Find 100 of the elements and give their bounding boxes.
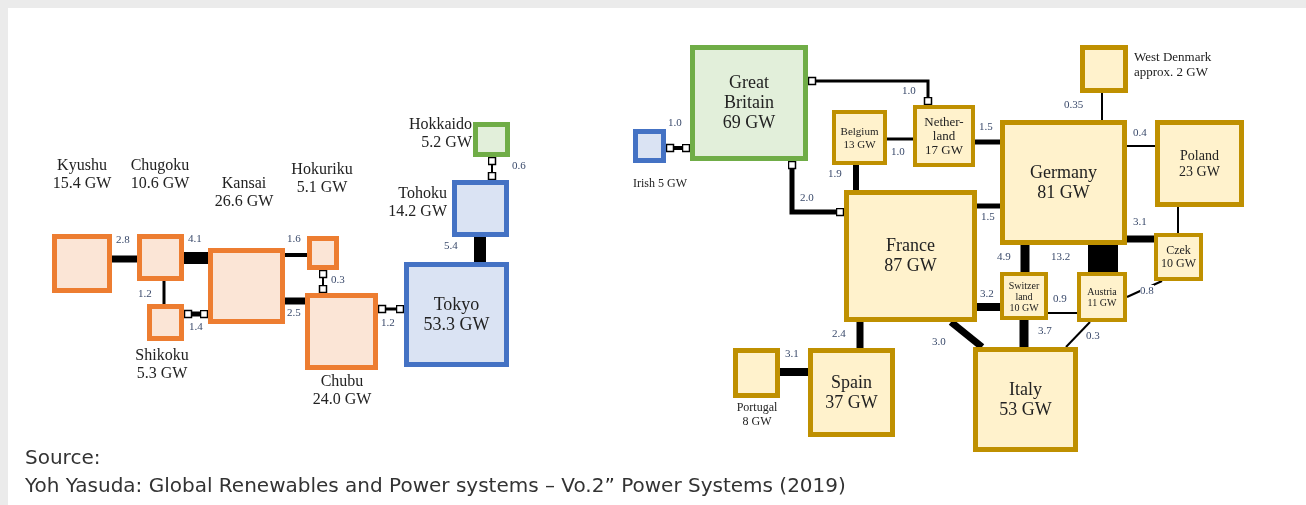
capacity-value: 24.0 GW [312, 390, 372, 409]
edge-label: 1.5 [979, 121, 993, 132]
capacity-box [1155, 120, 1244, 207]
capacity-value: 10 GW [1161, 257, 1196, 271]
edge-label: 2.4 [832, 328, 846, 339]
capacity-box [690, 45, 808, 161]
capacity-value: 11 GW [1087, 297, 1117, 308]
interconnection-line [977, 203, 1000, 209]
interconnection-line [285, 297, 305, 305]
edge-label: 1.2 [138, 288, 152, 299]
region-name: Kansai [221, 174, 267, 193]
region-name: Hokkaido [408, 115, 472, 134]
capacity-value: 10.6 GW [130, 174, 190, 193]
source-heading: Source: [25, 444, 101, 471]
edge-label: 1.4 [189, 321, 203, 332]
region-name: Nether- land [923, 114, 965, 144]
edge-label: 3.1 [785, 348, 799, 359]
edge-label: 3.2 [980, 288, 994, 299]
interconnection-line [474, 237, 486, 262]
edge-label: 13.2 [1051, 251, 1071, 262]
region-name: Germany [1030, 162, 1097, 183]
edge-label: 3.1 [1133, 216, 1147, 227]
capacity-box [1000, 120, 1127, 245]
edge-label: 0.3 [1086, 330, 1100, 341]
capacity-box [973, 347, 1078, 452]
edge-label: 3.0 [932, 336, 946, 347]
interconnection-line [1019, 320, 1029, 347]
edge-label: 1.5 [981, 211, 995, 222]
capacity-value: 5.1 GW [296, 178, 348, 197]
interconnection-line [1047, 312, 1078, 314]
interconnection-line [183, 309, 209, 319]
region-name: Poland [1180, 148, 1219, 164]
source-citation: Yoh Yasuda: Global Renewables and Power systems – Vo.2” Power Systems (2019) [25, 472, 846, 499]
edge-label: 2.8 [116, 234, 130, 245]
edge-label: 1.0 [668, 117, 682, 128]
capacity-value: 53.3 GW [423, 314, 490, 335]
edge-label: 2.0 [800, 192, 814, 203]
region-name: Great Britain [723, 73, 775, 113]
capacity-value: 13 GW [843, 137, 876, 150]
capacity-value: 10 GW [1009, 301, 1039, 313]
region-name: France [886, 236, 935, 256]
interconnection-line [1088, 245, 1118, 272]
interconnection-line [1126, 280, 1163, 298]
interconnection-line [887, 137, 913, 141]
edge-label: 1.2 [381, 317, 395, 328]
region-name: Hokuriku [291, 160, 353, 179]
interconnection-line [807, 76, 933, 106]
region-name: West Denmark [1134, 50, 1212, 65]
interconnection-line [184, 252, 208, 264]
region-name: Chugoku [130, 156, 190, 175]
capacity-box [1000, 272, 1048, 320]
edge-label: 1.0 [891, 146, 905, 157]
capacity-value: 5.2 GW [421, 133, 472, 152]
edge-label: 4.9 [997, 251, 1011, 262]
capacity-box [1077, 272, 1127, 322]
edge-label: 2.5 [287, 307, 301, 318]
interconnection-line [780, 368, 808, 376]
edge-label: 0.9 [1053, 293, 1067, 304]
region-name: Shikoku [135, 346, 189, 365]
capacity-value: 8 GW [742, 414, 772, 429]
capacity-box [832, 110, 887, 165]
capacity-box [913, 105, 975, 167]
edge-label: 5.4 [444, 240, 458, 251]
edge-label: 3.7 [1038, 325, 1052, 336]
interconnection-line [1020, 245, 1030, 272]
capacity-value: 81 GW [1037, 182, 1090, 203]
interconnection-line [318, 269, 328, 294]
capacity-value: 26.6 GW [214, 192, 274, 211]
interconnection-line [975, 139, 1000, 145]
capacity-value: 17 GW [925, 143, 963, 158]
interconnection-line [1126, 145, 1156, 147]
edge-label: 1.0 [902, 85, 916, 96]
region-name: Italy [1009, 379, 1042, 400]
interconnection-line [112, 255, 137, 263]
capacity-box [808, 348, 895, 437]
edge-label: 0.4 [1133, 127, 1147, 138]
interconnection-line [665, 143, 691, 153]
interconnection-line [1101, 92, 1103, 121]
capacity-box [1154, 233, 1203, 281]
interconnection-line [162, 281, 166, 304]
interconnection-line [377, 304, 405, 314]
region-name: Portugal [736, 401, 778, 415]
interconnection-line [787, 160, 845, 217]
edge-label: 0.6 [512, 160, 526, 171]
capacity-value: 23 GW [1179, 163, 1220, 179]
capacity-value: 87 GW [884, 256, 937, 276]
capacity-value: approx. 2 GW [1134, 64, 1208, 80]
region-name: Kyushu [57, 156, 107, 175]
region-name: Tohoku [398, 184, 447, 203]
region-name: Switzer land [1007, 279, 1041, 302]
interconnection-line [977, 303, 1000, 311]
interconnection-line [1127, 235, 1154, 243]
region-name: Irish 5 GW [633, 177, 687, 191]
interconnection-line [856, 322, 864, 348]
interconnection-line [1177, 206, 1179, 234]
region-name: Tokyo [433, 294, 480, 315]
interconnection-line [285, 253, 307, 257]
capacity-box [404, 262, 509, 367]
region-name: Czek [1166, 243, 1191, 257]
capacity-box [844, 190, 977, 322]
